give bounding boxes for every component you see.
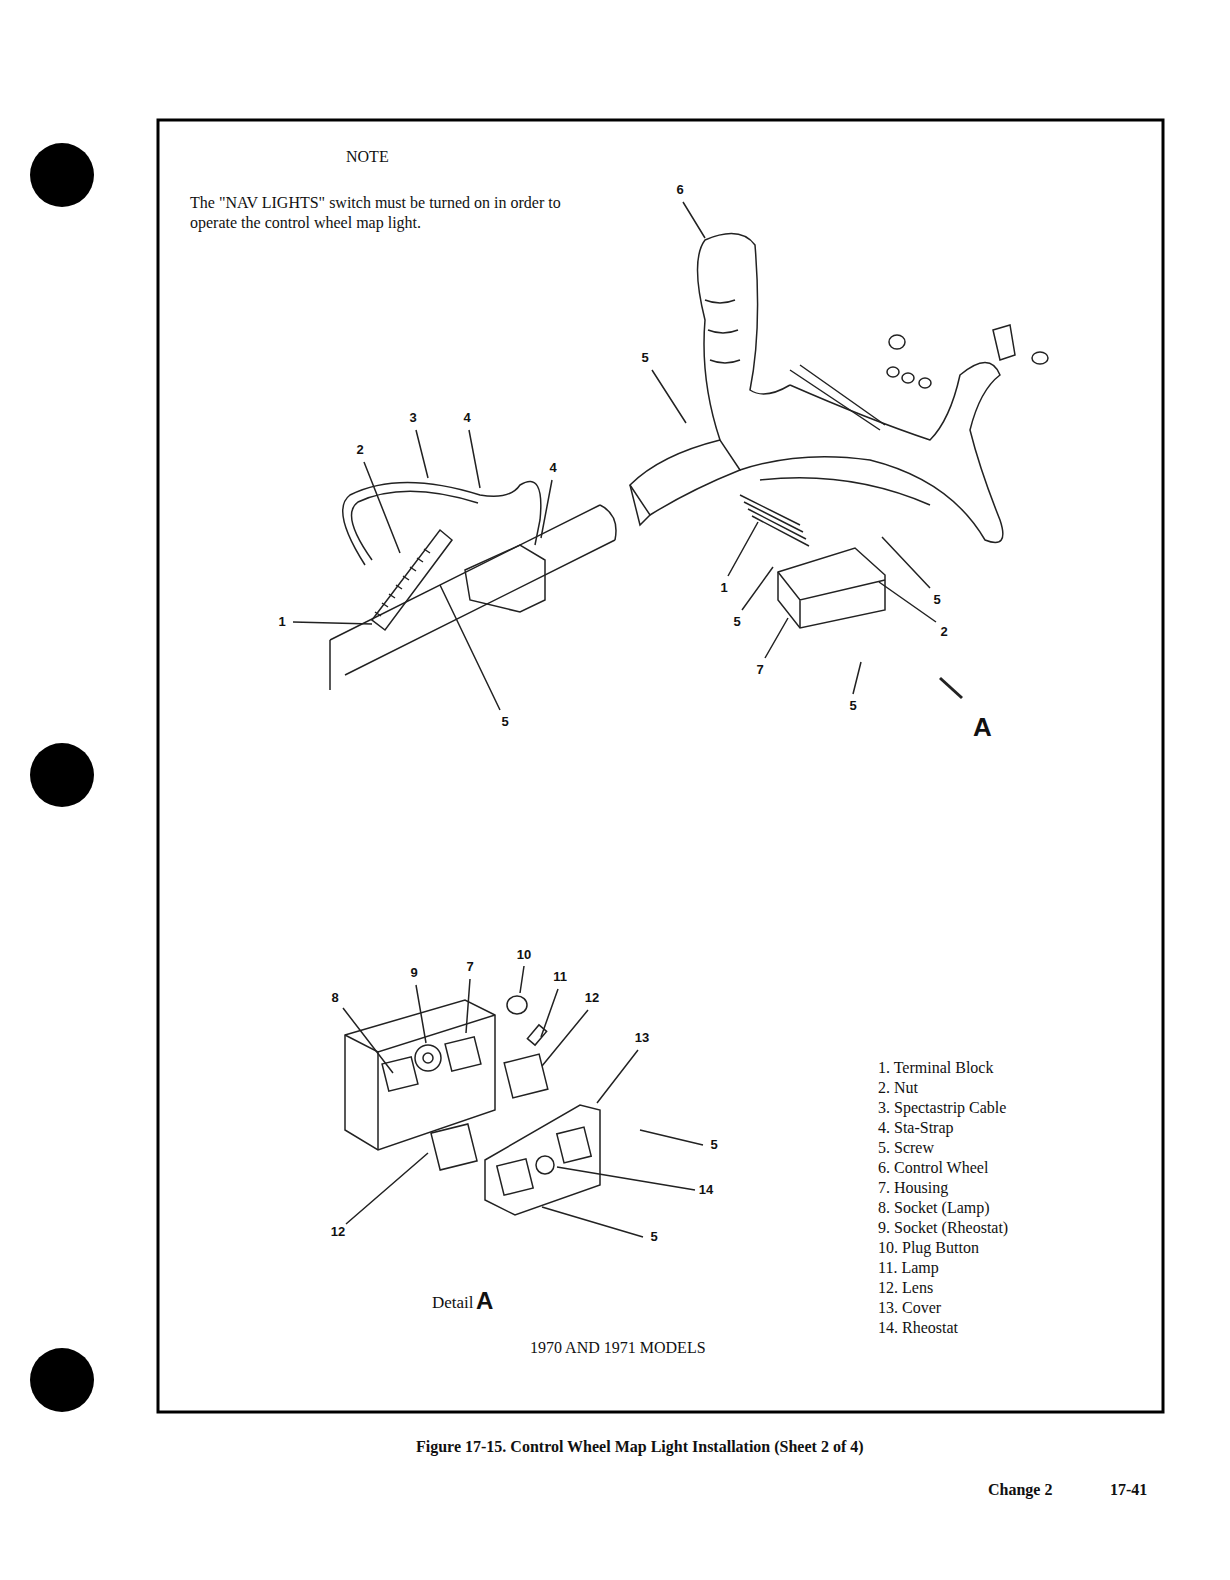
page-footer: Change 2	[988, 1480, 1052, 1499]
callout-number: 5	[932, 592, 941, 608]
parts-list-item: 1. Terminal Block	[878, 1058, 993, 1077]
callout-number: 8	[330, 990, 339, 1006]
callout-number: 12	[330, 1224, 346, 1240]
parts-list-item: 9. Socket (Rheostat)	[878, 1218, 1008, 1237]
parts-list-item: 13. Cover	[878, 1298, 941, 1317]
detail-marker: A	[973, 712, 992, 743]
callout-number: 2	[939, 624, 948, 640]
callout-number: 7	[465, 959, 474, 975]
callout-number: 4	[462, 410, 471, 426]
callout-number: 7	[755, 662, 764, 678]
model-label: 1970 AND 1971 MODELS	[530, 1338, 706, 1357]
page-footer: 17-41	[1110, 1480, 1147, 1499]
callout-number: 11	[552, 969, 568, 985]
callout-number: 4	[548, 460, 557, 476]
parts-list-item: 2. Nut	[878, 1078, 918, 1097]
parts-list-item: 11. Lamp	[878, 1258, 939, 1277]
callout-number: 5	[500, 714, 509, 730]
callout-number: 14	[698, 1182, 714, 1198]
callout-number: 5	[848, 698, 857, 714]
callout-number: 6	[675, 182, 684, 198]
callout-number: 10	[516, 947, 532, 963]
callout-number: 5	[640, 350, 649, 366]
parts-list-item: 7. Housing	[878, 1178, 948, 1197]
callout-number: 12	[584, 990, 600, 1006]
callout-number: 5	[732, 614, 741, 630]
callout-number: 2	[355, 442, 364, 458]
callout-number: 1	[277, 614, 286, 630]
callout-number: 3	[408, 410, 417, 426]
parts-list-item: 6. Control Wheel	[878, 1158, 988, 1177]
parts-list-item: 14. Rheostat	[878, 1318, 958, 1337]
parts-list-item: 4. Sta-Strap	[878, 1118, 954, 1137]
detail-label: Detail	[432, 1293, 474, 1313]
callout-number: 1	[719, 580, 728, 596]
figure-caption: Figure 17-15. Control Wheel Map Light In…	[416, 1437, 864, 1456]
callout-number: 5	[649, 1229, 658, 1245]
parts-list-item: 8. Socket (Lamp)	[878, 1198, 990, 1217]
callout-number: 5	[709, 1137, 718, 1153]
callout-number: 9	[409, 965, 418, 981]
callout-number: 13	[634, 1030, 650, 1046]
note-text: The "NAV LIGHTS" switch must be turned o…	[190, 193, 580, 233]
note-heading: NOTE	[346, 147, 389, 166]
parts-list-item: 10. Plug Button	[878, 1238, 979, 1257]
detail-label: A	[476, 1287, 493, 1316]
parts-list-item: 5. Screw	[878, 1138, 934, 1157]
parts-list-item: 3. Spectastrip Cable	[878, 1098, 1006, 1117]
parts-list-item: 12. Lens	[878, 1278, 933, 1297]
